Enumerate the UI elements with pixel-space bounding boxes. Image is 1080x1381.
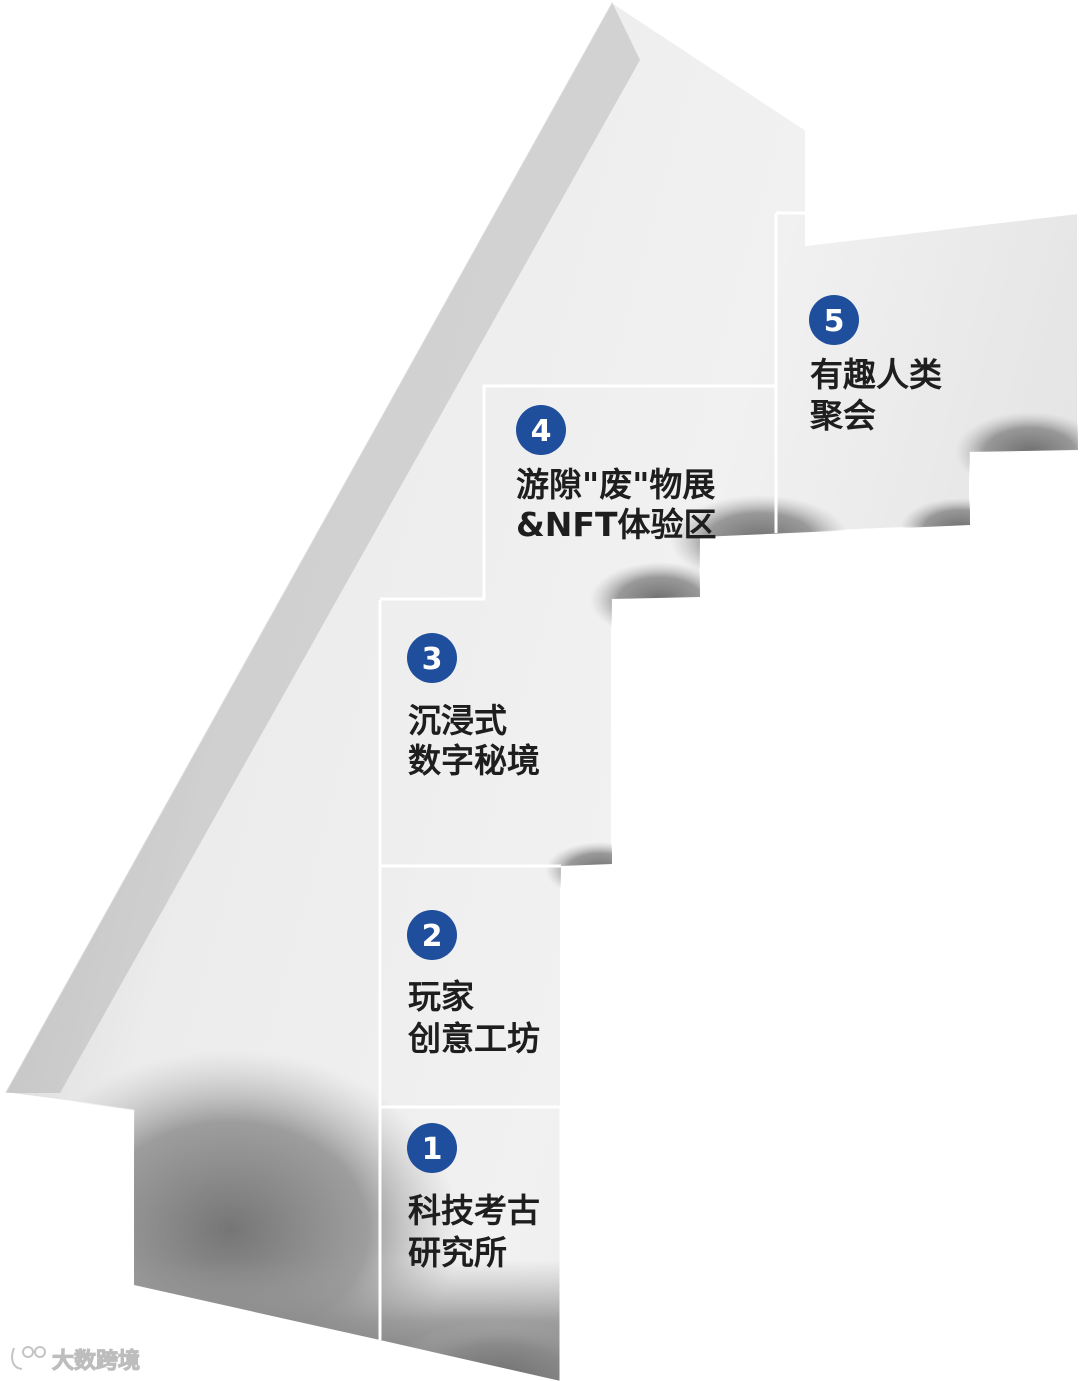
zone-5-number: 5 bbox=[824, 304, 845, 339]
zone-2-badge bbox=[407, 910, 457, 960]
zone-3[interactable]: 3 沉浸式 数字秘境 bbox=[407, 633, 540, 780]
zone-dividers bbox=[378, 211, 806, 1381]
zone-divider-4 bbox=[380, 384, 776, 601]
zone-4[interactable]: 4 游隙"废"物展 &NFT体验区 bbox=[516, 405, 716, 544]
zone-5-title-line1: 有趣人类 bbox=[810, 355, 942, 394]
zone-2-title-line2: 创意工坊 bbox=[407, 1019, 540, 1058]
zone-3-title-line2: 数字秘境 bbox=[408, 741, 540, 780]
zone-3-title-line1: 沉浸式 bbox=[408, 701, 507, 740]
zone-divider-1 bbox=[380, 1105, 563, 1381]
watermark-text: 大数跨境 bbox=[52, 1348, 140, 1374]
watermark: 大数跨境 bbox=[11, 1346, 141, 1375]
zone-5-badge bbox=[809, 295, 859, 345]
zone-1-badge bbox=[407, 1123, 457, 1173]
zone-1-title-line1: 科技考古 bbox=[408, 1191, 540, 1230]
zone-4-title-line1: 游隙"废"物展 bbox=[516, 465, 715, 504]
zone-5-title-line2: 聚会 bbox=[809, 396, 876, 435]
zone-3-number: 3 bbox=[422, 642, 443, 677]
zone-2-title-line1: 玩家 bbox=[408, 977, 474, 1016]
zone-4-badge bbox=[516, 405, 566, 455]
zone-5[interactable]: 5 有趣人类 聚会 bbox=[809, 295, 942, 435]
zone-1[interactable]: 1 科技考古 研究所 bbox=[407, 1123, 540, 1272]
zone-1-title-line2: 研究所 bbox=[408, 1233, 507, 1272]
zone-1-number: 1 bbox=[422, 1132, 443, 1167]
zone-4-title-line2: &NFT体验区 bbox=[516, 505, 716, 544]
zone-4-number: 4 bbox=[531, 414, 552, 449]
zone-2-number: 2 bbox=[422, 919, 443, 954]
zone-3-badge bbox=[407, 633, 457, 683]
zone-divider-5 bbox=[774, 211, 806, 533]
watermark-logo-icon bbox=[11, 1346, 46, 1370]
zone-2[interactable]: 2 玩家 创意工坊 bbox=[407, 910, 540, 1058]
